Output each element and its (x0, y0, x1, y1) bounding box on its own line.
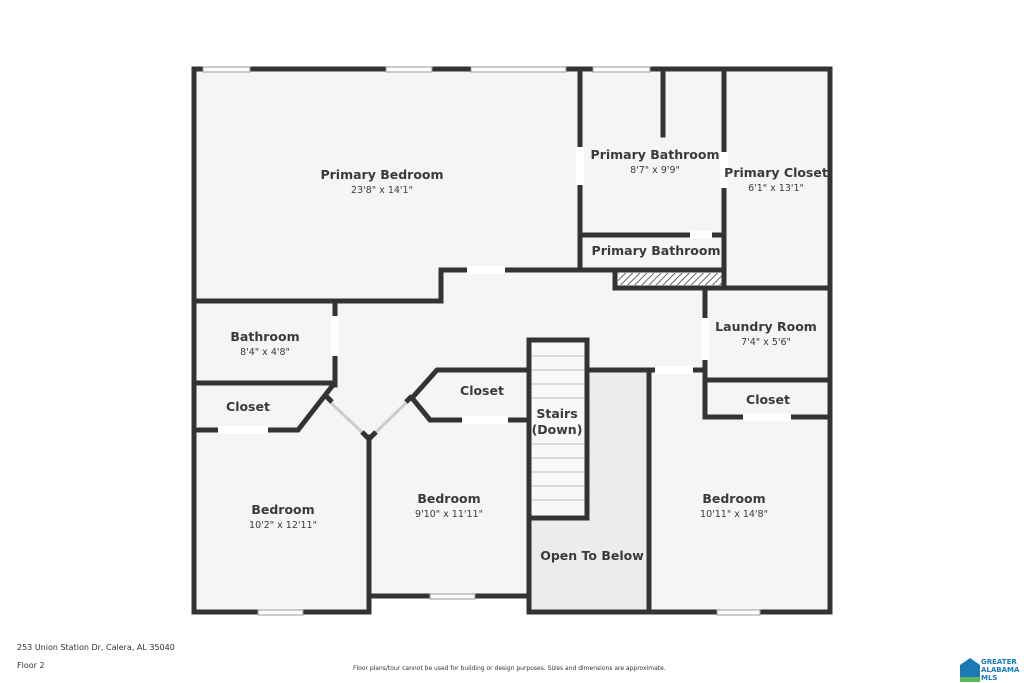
room-label: Stairs (536, 406, 577, 421)
room-label: Bedroom (417, 491, 480, 506)
room-label: Bedroom (251, 502, 314, 517)
room-label: Laundry Room (715, 319, 817, 334)
room-label: Closet (746, 392, 790, 407)
logo-text: GREATER ALABAMA MLS (981, 658, 1020, 682)
disclaimer: Floor plans/tour cannot be used for buil… (353, 665, 666, 672)
room-dimensions: 7'4" x 5'6" (741, 337, 791, 348)
floor-label: Floor 2 (17, 661, 45, 670)
room-label: Bathroom (230, 329, 299, 344)
room-dimensions: 23'8" x 14'1" (351, 185, 413, 196)
room-label: Primary Bedroom (320, 167, 443, 182)
room-label: Bedroom (702, 491, 765, 506)
room-dimensions: 8'7" x 9'9" (630, 165, 680, 176)
room-label: Closet (460, 383, 504, 398)
windows (202, 66, 761, 616)
room-label: Primary Closet (724, 165, 828, 180)
house-icon (960, 658, 980, 682)
room-dimensions: 10'11" x 14'8" (700, 509, 768, 520)
room-dimensions: 6'1" x 13'1" (748, 183, 804, 194)
room-label: (Down) (532, 422, 583, 437)
floor-area (194, 69, 830, 612)
room-dimensions: 8'4" x 4'8" (240, 347, 290, 358)
mls-logo: GREATER ALABAMA MLS (960, 658, 1020, 682)
diagonal-doors (328, 400, 409, 438)
doorways (218, 147, 791, 434)
diagonal-door-frames (324, 394, 414, 441)
stair-treads (531, 355, 586, 501)
hatched-area (618, 273, 722, 285)
room-label: Closet (226, 399, 270, 414)
room-dimensions: 10'2" x 12'11" (249, 520, 317, 531)
room-dimensions: 9'10" x 11'11" (415, 509, 483, 520)
room-label: Primary Bathroom (591, 147, 720, 162)
room-label: Open To Below (540, 548, 644, 563)
address: 253 Union Station Dr, Calera, AL 35040 (17, 643, 175, 652)
room-label: Primary Bathroom (592, 243, 721, 258)
